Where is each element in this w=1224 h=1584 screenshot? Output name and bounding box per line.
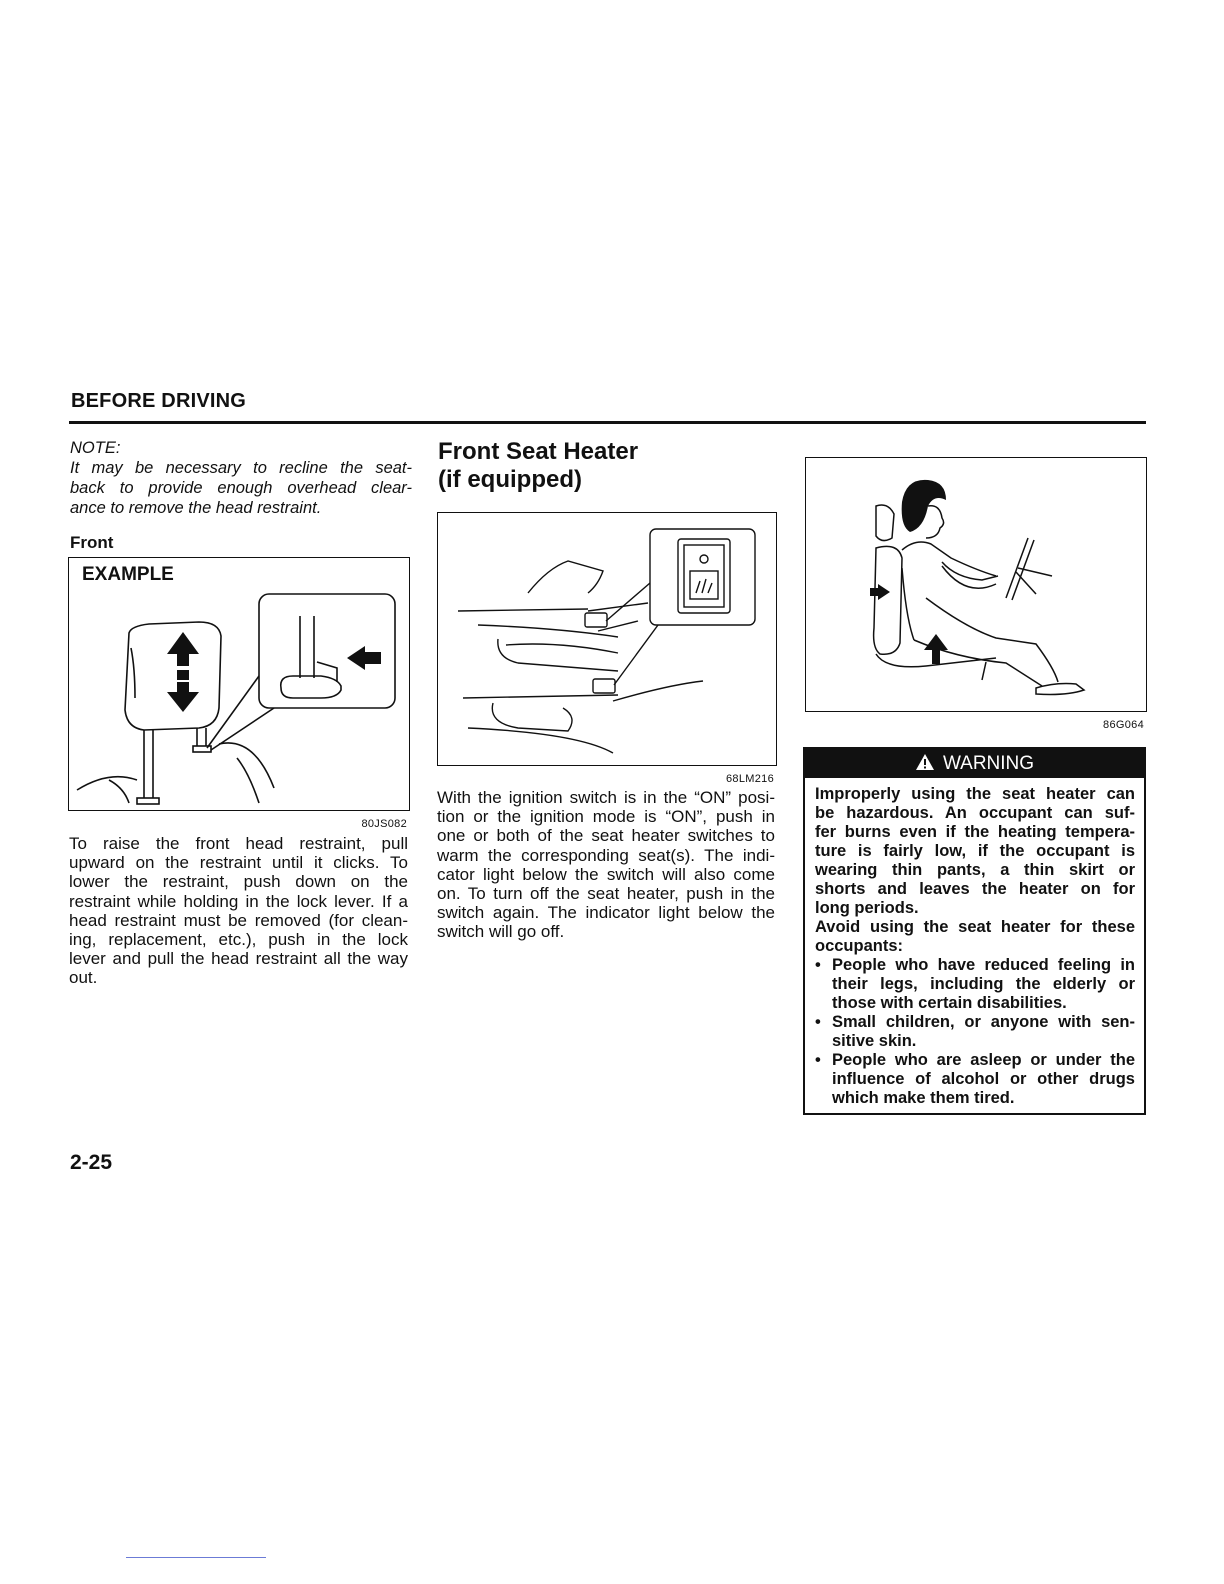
paragraph-line: ing, replacement, etc.), push in the loc… [69,930,408,950]
paragraph-line: lower the restraint, push down on the [69,872,408,892]
occupant-figure: 86G064 [805,457,1147,731]
warning-line: ture is fairly low, if the occupant is [815,842,1135,860]
paragraph-line: tion or the ignition mode is “ON”, push … [437,807,775,827]
seat-heater-heading: Front Seat Heater (if equipped) [438,438,638,494]
figure-code: 86G064 [1103,719,1144,731]
section-title: BEFORE DRIVING [71,390,247,412]
footer-rule [126,1557,266,1558]
example-tag: EXAMPLE [82,564,174,585]
warning-title: WARNING [942,753,1035,774]
paragraph-line: With the ignition switch is in the “ON” … [437,788,775,807]
paragraph-line: lever and pull the head restraint all th… [69,949,408,969]
bullet-icon: • [815,1013,821,1031]
warning-bullet-item: • Small children, or anyone with sen- si… [815,1013,1135,1051]
paragraph-line: restraint while holding in the lock leve… [69,891,408,911]
note-line: It may be necessary to recline the seat- [70,459,412,477]
warning-line: those with certain disabilities. [832,994,1067,1012]
paragraph-line: head restraint must be removed (for clea… [69,910,408,930]
note-line: back to provide enough overhead clear- [70,479,412,497]
warning-line: sitive skin. [832,1032,917,1050]
bullet-icon: • [815,1051,821,1069]
paragraph-line: To raise the front head restraint, pull [69,834,408,853]
paragraph-line: out. [69,968,98,988]
warning-line: which make them tired. [832,1089,1015,1107]
paragraph-line: on. To turn off the seat heater, push in… [437,884,775,904]
heading-line: Front Seat Heater [438,438,639,465]
paragraph-line: upward on the restraint until it clicks.… [69,853,408,873]
seat-heater-switch-figure: 68LM216 [437,512,777,785]
paragraph-line: switch will go off. [437,922,565,942]
warning-header: WARNING [805,749,1144,778]
head-restraint-illustration [76,593,396,805]
paragraph-line: cator light below the switch will also c… [437,864,775,884]
warning-line: Small children, or anyone with sen- [832,1013,1135,1031]
seated-driver-illustration [870,479,1086,696]
warning-body: Improperly using the seat heater can be … [815,785,1135,1108]
warning-line: influence of alcohol or other drugs [832,1070,1135,1088]
seat-heater-body-text: With the ignition switch is in the “ON” … [437,788,775,942]
seat-heater-switch-illustration [457,528,756,754]
warning-line: be hazardous. An occupant can suf- [815,804,1135,822]
figure-code: 80JS082 [361,818,407,830]
figure-code: 68LM216 [726,773,774,785]
warning-line: shorts and leaves the heater on for [815,880,1135,898]
warning-line: occupants: [815,937,904,955]
paragraph-line: one or both of the seat heater switches … [437,826,775,846]
paragraph-line: warm the corresponding seat(s). The indi… [437,845,775,865]
warning-bullet-item: • People who have reduced feeling in the… [815,956,1135,1013]
page-number: 2-25 [70,1151,113,1174]
warning-line: People who have reduced feeling in [832,956,1135,974]
warning-line: fer burns even if the heating tempera- [815,823,1135,841]
note-label: NOTE: [70,439,121,457]
paragraph-line: switch again. The indicator light below … [437,903,775,923]
warning-line: their legs, including the elderly or [832,975,1135,993]
warning-line: People who are asleep or under the [832,1051,1135,1069]
warning-box: WARNING Improperly using the seat heater… [803,747,1146,1115]
warning-line: Avoid using the seat heater for these [815,918,1135,936]
note-line: ance to remove the head restraint. [70,499,322,517]
header-rule [69,421,1146,424]
bullet-icon: • [815,956,821,974]
front-body-text: To raise the front head restraint, pull … [69,834,408,988]
warning-line: long periods. [815,899,919,917]
warning-line: Improperly using the seat heater can [815,785,1135,803]
warning-bullet-item: • People who are asleep or under the inf… [815,1051,1135,1108]
heading-line: (if equipped) [438,466,582,493]
front-subheading: Front [70,533,114,552]
warning-triangle-icon [915,751,935,780]
note-block: NOTE: It may be necessary to recline the… [70,438,412,518]
head-restraint-figure: EXAMPLE [68,557,410,830]
warning-line: wearing thin pants, a thin skirt or [815,861,1135,879]
